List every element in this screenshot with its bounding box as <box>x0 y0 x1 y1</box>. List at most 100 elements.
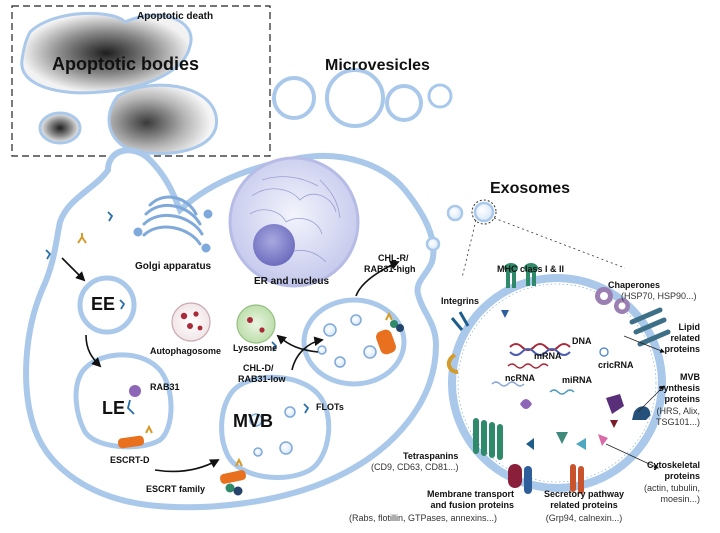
purple-cargo <box>520 399 532 409</box>
cytoskeletal-detail-line2: moesin...) <box>660 494 700 504</box>
tetraspanins-detail: (CD9, CD63, CD81...) <box>371 462 459 472</box>
apoptotic-body-medium <box>107 83 218 155</box>
mvb-intraluminal-vesicles <box>249 406 296 457</box>
marker-dot-green <box>390 320 398 328</box>
dna-label: DNA <box>572 336 592 346</box>
membrane-transport-label-line1: Membrane transport <box>426 489 514 499</box>
integrin-head <box>501 310 509 318</box>
chaperones-label: Chaperones <box>608 280 661 290</box>
mvb-synth-detail-line2: TSG101...) <box>655 417 700 427</box>
early-endosome <box>77 275 137 335</box>
microvesicles-label: Microvesicles <box>325 57 430 74</box>
mvb-synth-detail-line1: (HRS, Alix, <box>656 406 700 416</box>
ncrna-label: ncRNA <box>505 373 536 383</box>
secretory-label-line2: related proteins <box>550 500 618 510</box>
marker-dot-navy <box>396 324 404 332</box>
lipid-label-line1: Lipid <box>678 322 701 332</box>
autophagosome <box>171 302 211 342</box>
membrane-transport-marker-1 <box>508 464 522 488</box>
arrow-to-lysosome <box>276 334 319 353</box>
mvb-synthesis-marker-2 <box>632 406 651 420</box>
mvb-synth-label-line3: proteins <box>664 394 700 404</box>
secretory-detail: (Grp94, calnexin...) <box>545 513 623 523</box>
flots-label: FLOTs <box>316 402 344 412</box>
mvb-upper <box>301 297 407 387</box>
integrins <box>450 311 470 331</box>
autophagosome-label: Autophagosome <box>150 346 221 356</box>
integrins-label: Integrins <box>441 296 480 306</box>
cytoskeletal-label-line2: proteins <box>664 471 700 481</box>
mvb-upper-vesicles <box>317 314 377 368</box>
exosomes-label: Exosomes <box>490 180 571 197</box>
rab31-marker <box>129 385 141 397</box>
chl-low-label-line1: CHL-D/ <box>243 363 274 373</box>
cytoskeletal-marker-4 <box>526 438 534 450</box>
apoptotic-death-label: Apoptotic death <box>137 11 214 22</box>
apoptotic-bodies-label: Apoptotic bodies <box>52 54 199 74</box>
microvesicles-group <box>272 68 453 128</box>
lysosome <box>236 304 276 344</box>
escrt-family-dot-1 <box>225 483 235 493</box>
membrane-transport-label-line2: and fusion proteins <box>430 500 514 510</box>
callout-lines <box>605 335 665 469</box>
chaperones-marker <box>595 287 630 314</box>
escrt-family-complex <box>219 470 247 484</box>
cytoskeletal-detail-line1: (actin, tubulin, <box>643 483 700 493</box>
chl-high-label-line1: CHL-R/ <box>378 253 409 263</box>
rab31-label: RAB31 <box>150 382 180 392</box>
apoptotic-body-large <box>20 11 193 95</box>
tetraspanins-marker <box>473 418 503 460</box>
ee-label: EE <box>91 294 116 314</box>
apoptotic-body-small <box>38 111 82 145</box>
pathway-arrows <box>61 257 400 473</box>
escrt-family-label: ESCRT family <box>146 484 206 494</box>
cytoskeletal-label-line1: Cytoskeletal <box>646 460 700 470</box>
escrt-upper-mvb <box>376 329 396 355</box>
er-nucleus-label: ER and nucleus <box>254 276 330 287</box>
secretory-marker <box>570 464 584 494</box>
mvb-synth-label-line1: MVB <box>680 372 700 382</box>
apoptotic-region-box <box>11 5 271 157</box>
membrane-transport-detail: (Rabs, flotillin, GTPases, annexins...) <box>349 513 498 523</box>
arrow-to-ee <box>61 257 86 282</box>
chl-low-label-line2: RAB31-low <box>238 374 286 384</box>
cricrna-label: cricRNA <box>598 360 634 370</box>
arrow-to-secretion <box>355 260 400 297</box>
lipid-proteins-marker <box>629 307 671 347</box>
cytoskeletal-marker-3 <box>598 434 608 446</box>
exosome-large <box>448 274 666 492</box>
rab31-anchor <box>127 399 135 415</box>
mhc-molecules <box>504 263 538 288</box>
mirna-label: miRNA <box>562 375 593 385</box>
exosome-bilayer <box>457 283 657 483</box>
mvb-synth-label-line2: synthesis <box>658 383 700 393</box>
cytoskeletal-marker-1 <box>556 432 568 444</box>
mvb-label: MVB <box>233 411 273 431</box>
escrt-family-dot-2 <box>233 486 243 496</box>
cargo-receptors <box>77 233 393 467</box>
zoom-guide-lines <box>461 217 626 279</box>
chl-high-label-line2: RAB31-high <box>364 264 416 274</box>
golgi-apparatus <box>133 195 213 253</box>
golgi-label: Golgi apparatus <box>135 261 212 272</box>
released-exosomes <box>425 199 497 252</box>
mrna-label: mRNA <box>534 351 562 361</box>
surface-markers <box>45 211 310 414</box>
lysosome-contents <box>247 317 265 333</box>
le-label: LE <box>102 398 126 418</box>
cytoskeletal-marker-2 <box>576 438 586 450</box>
secretory-label-line1: Secretory pathway <box>543 489 625 499</box>
chaperones-detail: (HSP70, HSP90...) <box>621 291 697 301</box>
arrow-le-to-mvb <box>154 459 220 473</box>
mvb-lower <box>219 374 332 480</box>
membrane-transport-marker-2 <box>524 466 532 494</box>
late-endosome <box>73 352 174 450</box>
autophagosome-contents <box>180 311 203 331</box>
lipid-label-line3: proteins <box>664 344 700 354</box>
mhc-label: MHC class I & II <box>497 264 565 274</box>
mvb-synthesis-marker-1 <box>606 394 624 414</box>
mvb-synthesis-marker-3 <box>610 420 618 428</box>
tetraspanins-label: Tetraspanins <box>403 451 459 461</box>
escrt-d-complex <box>117 435 145 449</box>
